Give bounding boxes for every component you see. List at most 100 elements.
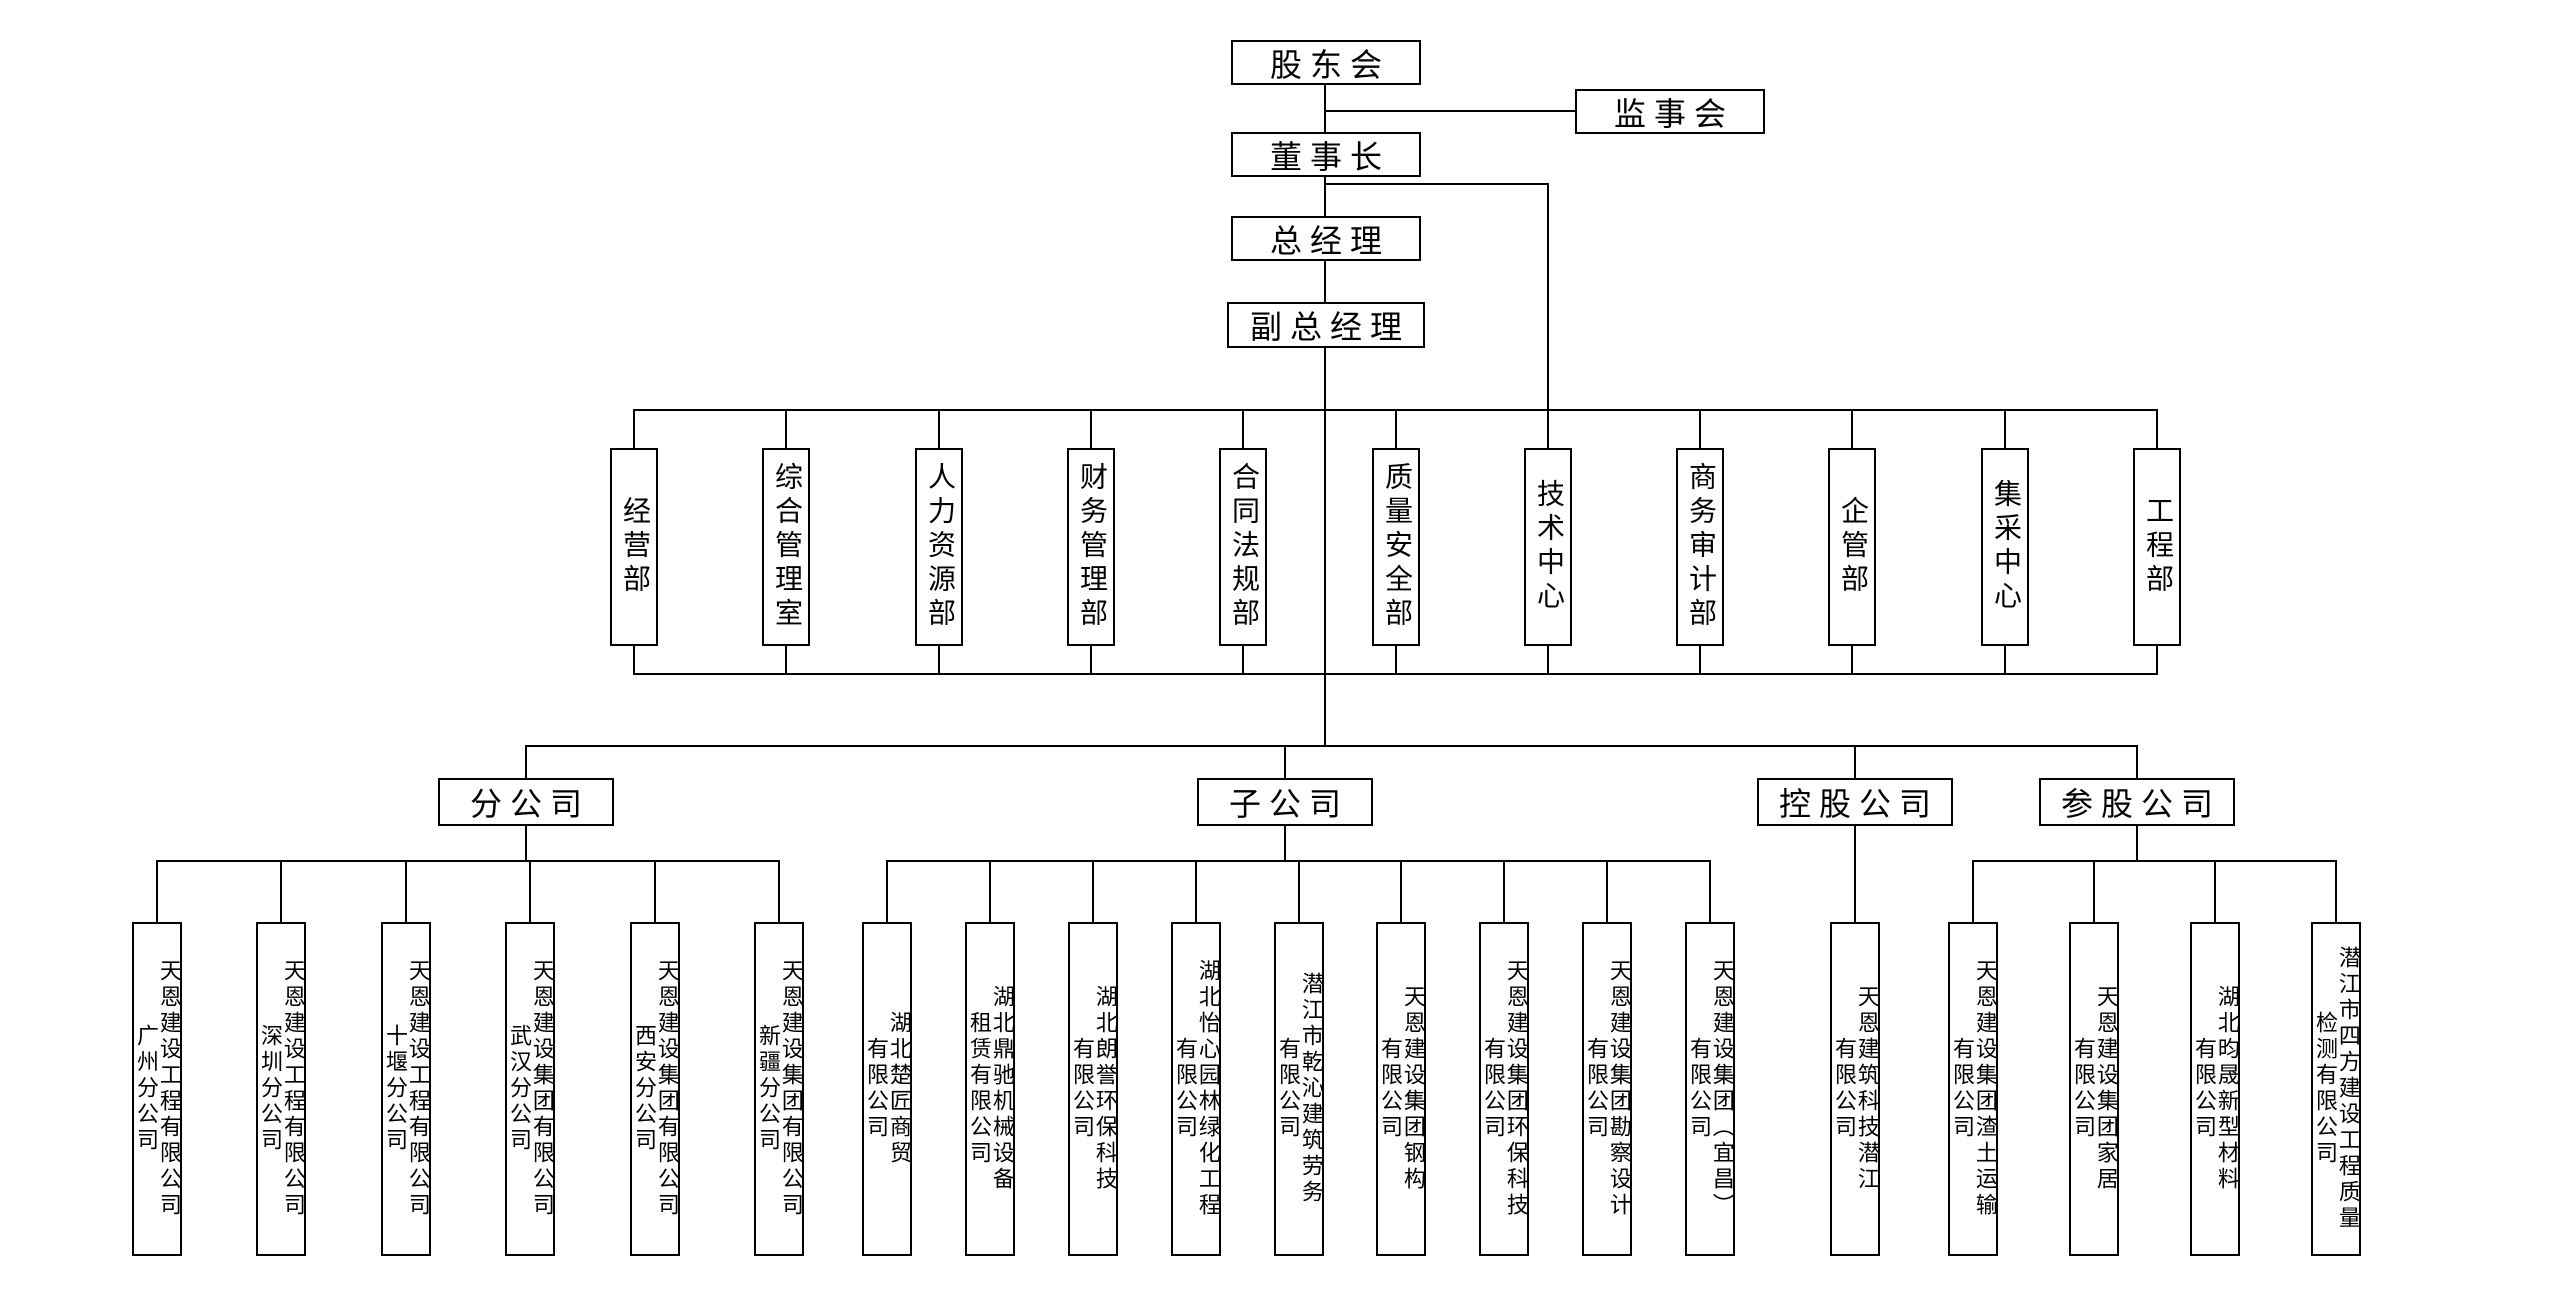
node-supervisory-board: 监事会 [1575,89,1765,134]
connector [2156,409,2158,448]
connector [1242,646,1244,674]
connector [633,646,635,674]
connector [1284,745,1286,778]
node-group-subsidiaries: 子公司 [1197,778,1373,826]
node-label: 股东会 [1269,46,1390,83]
node-label: 天恩建设工程有限公司 十堰分公司 [383,959,431,1219]
connector [156,860,780,862]
node-label: 天恩建设集团有限公司 西安分公司 [632,959,680,1219]
connector [1324,347,1326,409]
node-dept-operations: 经营部 [610,448,658,646]
node-label: 湖北朗誉环保科技 有限公司 [1070,985,1118,1193]
node-label: 天恩建设工程有限公司 广州分公司 [134,959,182,1219]
connector [1854,745,1856,778]
node-group-holding-companies: 控股公司 [1757,778,1953,826]
node-company: 湖北鼎驰机械设备 租赁有限公司 [965,922,1015,1256]
node-label: 副总经理 [1249,309,1410,345]
node-company: 天恩建设集团（宜昌） 有限公司 [1685,922,1735,1256]
node-dept-engineering: 工程部 [2133,448,2181,646]
node-group-branch-companies: 分公司 [438,778,614,826]
node-dept-enterprise-management: 企管部 [1828,448,1876,646]
node-label: 工程部 [2142,496,2173,598]
connector [1324,409,1326,746]
node-company: 天恩建设集团钢构 有限公司 [1376,922,1426,1256]
connector [156,860,158,922]
connector [1324,110,1575,112]
connector [2004,646,2006,674]
connector [2214,860,2216,922]
node-label: 天恩建设集团环保科技 有限公司 [1481,959,1529,1219]
node-label: 经营部 [619,496,650,598]
node-label: 天恩建设集团（宜昌） 有限公司 [1687,959,1735,1219]
connector [1972,860,2337,862]
connector [2335,860,2337,922]
connector [778,860,780,922]
node-label: 财务管理部 [1076,462,1107,632]
node-label: 综合管理室 [771,462,802,632]
connector [2093,860,2095,922]
connector [1324,183,1548,185]
node-label: 总经理 [1269,222,1390,259]
connector [1395,646,1397,674]
node-group-invested-companies: 参股公司 [2039,778,2235,826]
node-label: 天恩建设工程有限公司 深圳分公司 [258,959,306,1219]
connector [785,409,787,448]
connector [1298,860,1300,922]
connector [1090,646,1092,674]
node-label: 人力资源部 [924,462,955,632]
node-label: 天恩建设集团有限公司 武汉分公司 [507,959,555,1219]
node-label: 天恩建设集团渣土运输 有限公司 [1950,959,1998,1219]
node-shareholders-meeting: 股东会 [1231,40,1421,85]
node-procurement-center: 集采中心 [1981,448,2029,646]
node-label: 天恩建设集团有限公司 新疆分公司 [756,959,804,1219]
node-label: 合同法规部 [1228,462,1259,632]
connector [886,860,888,922]
connector [938,646,940,674]
node-label: 参股公司 [2060,786,2221,822]
node-company: 湖北怡心园林绿化工程 有限公司 [1171,922,1221,1256]
connector [1547,183,1549,448]
node-dept-business-audit: 商务审计部 [1676,448,1724,646]
node-label: 湖北昀晟新型材料 有限公司 [2192,985,2240,1193]
node-label: 技术中心 [1533,479,1564,615]
node-label: 监事会 [1613,95,1734,132]
node-label: 集采中心 [1990,479,2021,615]
connector [1547,646,1549,674]
connector [1324,177,1326,216]
node-company: 天恩建筑科技潜江 有限公司 [1830,922,1880,1256]
node-company: 天恩建设工程有限公司 深圳分公司 [256,922,306,1256]
node-dept-contract-legal: 合同法规部 [1219,448,1267,646]
connector [1851,409,1853,448]
connector [2156,646,2158,674]
node-label: 潜江市四方建设工程质量 检测有限公司 [2313,946,2361,1232]
node-label: 分公司 [469,786,590,822]
connector [1709,860,1711,922]
node-label: 董事长 [1269,138,1390,175]
node-company: 天恩建设集团勘察设计 有限公司 [1582,922,1632,1256]
connector [1400,860,1402,922]
connector [938,409,940,448]
node-label: 商务审计部 [1685,462,1716,632]
node-label: 潜江市乾沁建筑劳务 有限公司 [1276,972,1324,1206]
connector [1854,826,1856,922]
node-company: 天恩建设集团家居 有限公司 [2069,922,2119,1256]
node-label: 天恩建设集团钢构 有限公司 [1378,985,1426,1193]
node-dept-human-resources: 人力资源部 [915,448,963,646]
node-label: 湖北鼎驰机械设备 租赁有限公司 [967,985,1015,1193]
node-company: 天恩建设集团渣土运输 有限公司 [1948,922,1998,1256]
connector [1324,83,1326,132]
node-company: 潜江市四方建设工程质量 检测有限公司 [2311,922,2361,1256]
connector [1972,860,1974,922]
connector [1284,826,1286,861]
connector [1503,860,1505,922]
connector [525,826,527,861]
connector [1699,409,1701,448]
node-label: 天恩建筑科技潜江 有限公司 [1832,985,1880,1193]
node-deputy-general-manager: 副总经理 [1227,302,1425,348]
connector [405,860,407,922]
node-label: 质量安全部 [1381,462,1412,632]
node-company: 天恩建设集团环保科技 有限公司 [1479,922,1529,1256]
node-company: 天恩建设集团有限公司 西安分公司 [630,922,680,1256]
connector [525,745,2137,747]
